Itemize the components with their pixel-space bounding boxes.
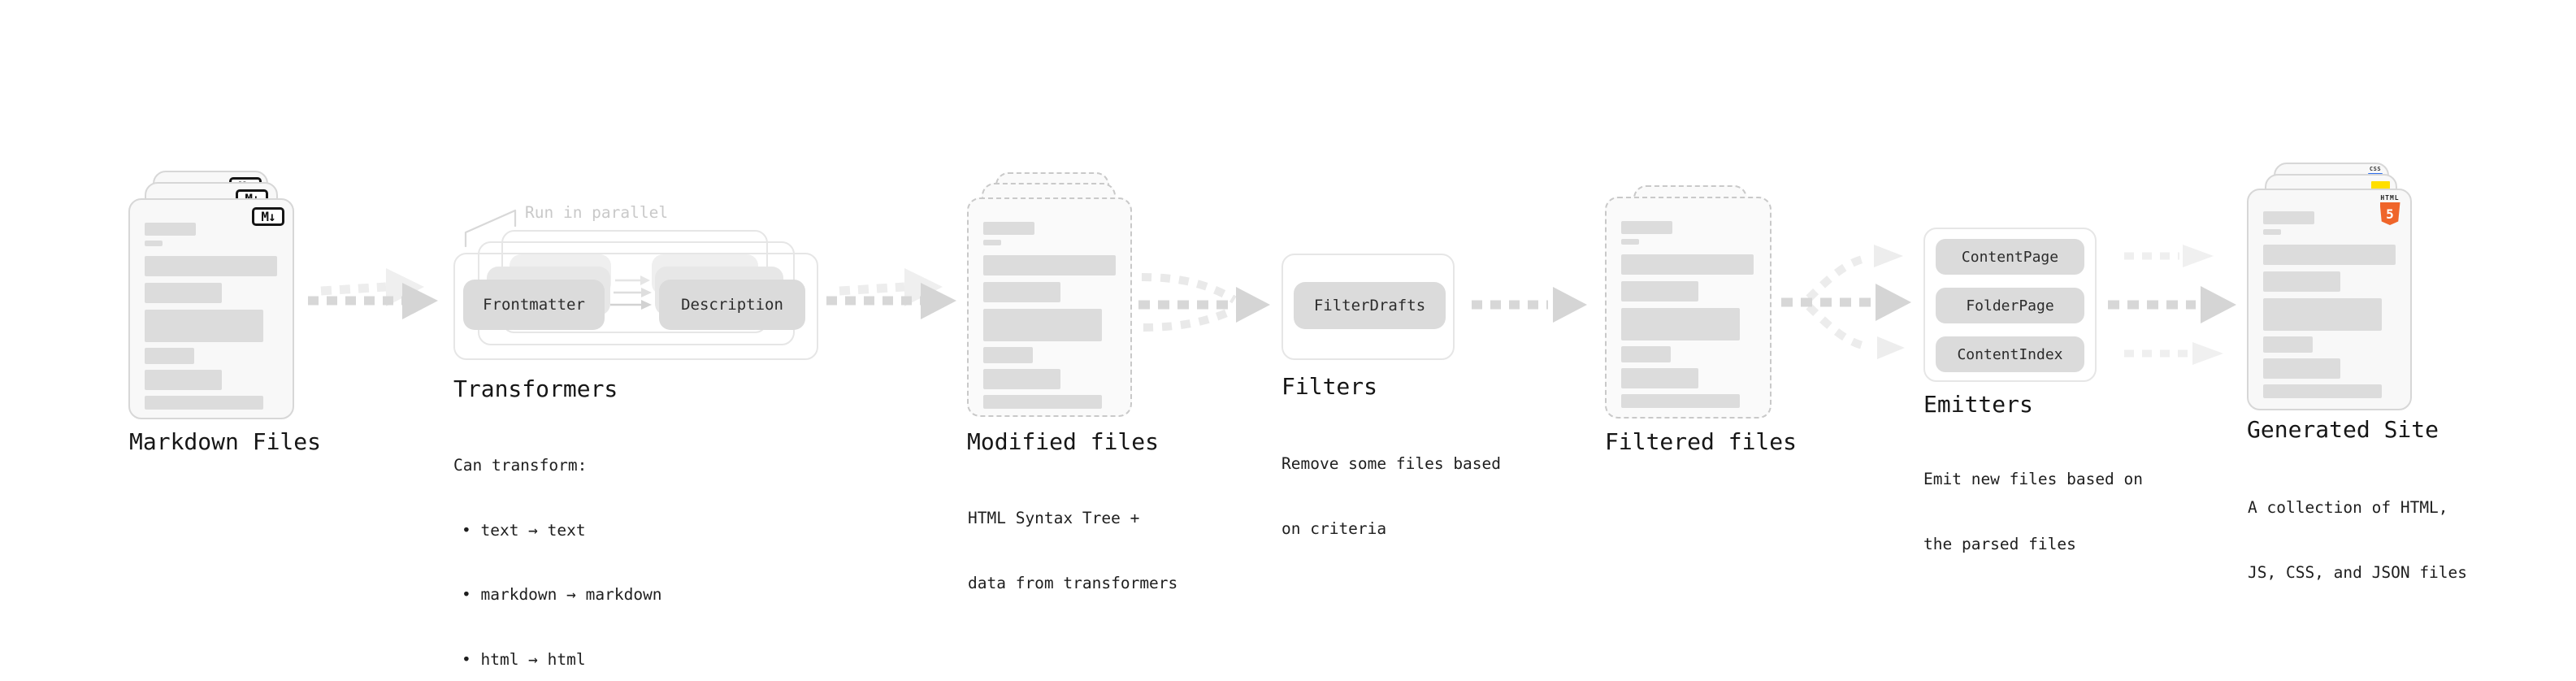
markdown-files-title: Markdown Files [129,428,322,455]
frontmatter-pill: Frontmatter [463,280,605,330]
emitters-title: Emitters [1923,391,2033,418]
modified-desc-line: HTML Syntax Tree + [968,509,1140,527]
modified-files-description: HTML Syntax Tree + data from transformer… [968,465,1177,637]
text-line-placeholder [1621,254,1754,275]
text-line-placeholder [2263,358,2340,379]
text-line-placeholder [145,223,196,236]
filters-box: FilterDrafts [1281,254,1455,360]
text-line-placeholder [145,310,263,342]
text-line-placeholder [983,309,1102,341]
filterdrafts-pill: FilterDrafts [1294,282,1446,329]
markdown-icon: M↓ [252,207,284,226]
text-line-placeholder [2263,336,2313,353]
transform-arrow-icon [610,300,652,310]
text-line-placeholder [1621,394,1740,408]
modified-file-front [967,197,1132,417]
document-text-skeleton [983,222,1116,409]
text-line-placeholder [1621,221,1672,234]
text-line-placeholder [145,283,222,303]
description-pill: Description [659,280,805,330]
generated-file-html: HTML 5 [2247,189,2412,410]
filtered-file-front [1605,197,1772,419]
document-text-skeleton [1621,221,1755,408]
modified-files-title: Modified files [967,428,1160,455]
text-line-placeholder [1621,239,1639,245]
emitters-desc-line: the parsed files [1923,534,2076,553]
transform-arrow-icon [614,288,652,297]
emitters-box: ContentPage FolderPage ContentIndex [1923,228,2097,382]
text-line-placeholder [1621,308,1740,340]
contentpage-pill: ContentPage [1936,239,2084,275]
transformers-description: Can transform: text → text markdown → ma… [453,412,662,681]
transform-bullet: markdown → markdown [453,584,661,606]
filters-desc-line: on criteria [1281,518,1387,538]
transform-arrow-icon [615,275,650,285]
flow-arrow-transformers-to-modified [826,268,956,319]
flow-arrow-emitters-to-site [2108,245,2236,365]
text-line-placeholder [2263,271,2340,292]
text-line-placeholder [983,282,1060,302]
markdown-file-front: M↓ [128,198,294,419]
text-line-placeholder [983,347,1033,363]
emitters-description: Emit new files based on the parsed files [1923,426,2143,598]
text-line-placeholder [145,241,163,246]
html5-shield: 5 [2379,202,2400,225]
generated-desc-line: JS, CSS, and JSON files [2248,562,2468,582]
text-line-placeholder [2263,211,2314,224]
folderpage-pill: FolderPage [1936,288,2084,323]
contentindex-pill: ContentIndex [1936,336,2084,372]
generated-site-description: A collection of HTML, JS, CSS, and JSON … [2248,454,2467,627]
transformers-title: Transformers [453,375,618,402]
modified-desc-line: data from transformers [968,573,1178,592]
generated-desc-line: A collection of HTML, [2248,498,2448,517]
text-line-placeholder [983,395,1102,409]
can-transform-heading: Can transform: [453,456,588,475]
text-line-placeholder [2263,384,2382,398]
generated-site-title: Generated Site [2247,416,2439,443]
text-line-placeholder [2263,245,2396,265]
flow-arrow-filtered-to-emitters [1781,245,1911,359]
text-line-placeholder [145,256,277,276]
document-text-skeleton [145,223,278,410]
transformer-layer-front: Frontmatter Description [453,253,818,360]
flow-arrow-markdown-to-transformers [308,268,438,319]
text-line-placeholder [2263,298,2382,331]
html5-icon: HTML 5 [2378,194,2402,225]
text-line-placeholder [1621,346,1671,362]
text-line-placeholder [983,240,1001,245]
html5-word: HTML [2380,194,2400,202]
flow-arrow-modified-to-filters [1138,273,1270,332]
filters-title: Filters [1281,373,1378,400]
text-line-placeholder [2263,229,2281,235]
flow-arrow-filters-to-filtered [1472,287,1587,323]
text-line-placeholder [145,396,263,410]
text-line-placeholder [983,255,1116,275]
text-line-placeholder [983,222,1034,235]
text-line-placeholder [1621,368,1698,388]
run-in-parallel-callout-line [464,209,517,248]
css-label: CSS [2369,166,2382,172]
filters-description: Remove some files based on criteria [1281,410,1501,583]
transform-bullet: html → html [453,649,662,671]
text-line-placeholder [145,348,194,364]
run-in-parallel-label: Run in parallel [525,203,669,222]
filters-desc-line: Remove some files based [1281,454,1502,473]
text-line-placeholder [145,370,222,390]
document-text-skeleton [2263,211,2396,398]
filtered-files-title: Filtered files [1605,428,1798,455]
transform-bullet: text → text [453,520,662,542]
text-line-placeholder [983,369,1060,389]
emitters-desc-line: Emit new files based on [1923,470,2144,488]
text-line-placeholder [1621,281,1698,301]
